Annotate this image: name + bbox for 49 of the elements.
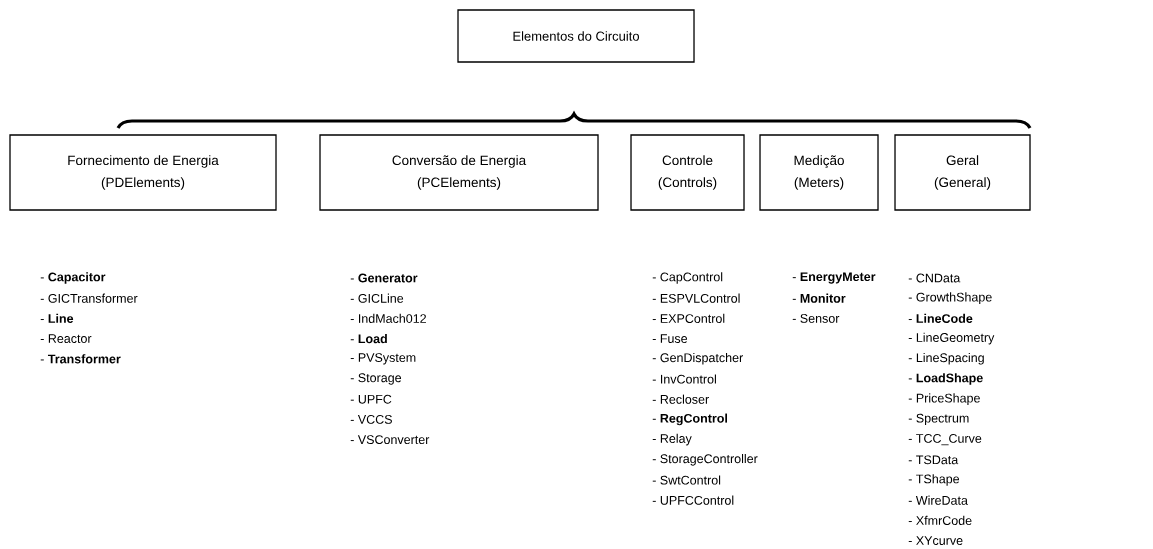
list-item: - LoadShape bbox=[908, 373, 983, 385]
list-item: - Storage bbox=[350, 373, 402, 385]
list-item: - PriceShape bbox=[908, 393, 980, 405]
list-item: - Monitor bbox=[792, 293, 846, 303]
category-box: Controle (Controls) bbox=[630, 134, 745, 211]
list-item: - Sensor bbox=[792, 314, 840, 323]
list-item: - EXPControl bbox=[652, 313, 725, 323]
category-box: Fornecimento de Energia (PDElements) bbox=[9, 134, 277, 211]
list-item: - SwtControl bbox=[652, 475, 721, 485]
list-item: - Load bbox=[350, 334, 387, 344]
list-item: - Reactor bbox=[40, 334, 92, 343]
list-item: - Spectrum bbox=[908, 413, 969, 426]
list-item: - GenDispatcher bbox=[652, 352, 743, 365]
list-item: - IndMach012 bbox=[350, 313, 426, 323]
list-item: - Capacitor bbox=[40, 272, 106, 284]
category-box: Geral (General) bbox=[894, 134, 1031, 211]
list-item: - UPFC bbox=[350, 394, 392, 404]
list-item: - Fuse bbox=[652, 334, 688, 343]
list-item: - TCC_Curve bbox=[908, 434, 982, 446]
list-item: - Generator bbox=[350, 273, 418, 283]
list-item: - WireData bbox=[908, 495, 968, 505]
list-item: - LineSpacing bbox=[908, 352, 984, 365]
list-item: - VSConverter bbox=[350, 435, 430, 445]
list-item: - UPFCControl bbox=[652, 495, 734, 505]
list-item: - LineCode bbox=[908, 313, 973, 323]
list-item: - ESPVLControl bbox=[652, 293, 740, 303]
list-item: - XfmrCode bbox=[908, 515, 972, 525]
category-box: Medição (Meters) bbox=[759, 134, 879, 211]
list-item: - StorageController bbox=[652, 453, 758, 466]
list-item: - GrowthShape bbox=[908, 292, 992, 304]
list-item: - TSData bbox=[908, 455, 959, 465]
list-item: - PVSystem bbox=[350, 353, 416, 365]
title-box: Elementos do Circuito bbox=[457, 9, 695, 63]
list-item: - Relay bbox=[652, 433, 692, 446]
list-item: - GICTransformer bbox=[40, 293, 138, 303]
list-item: - Line bbox=[40, 313, 74, 323]
list-item: - VCCS bbox=[350, 415, 392, 424]
list-item: - Recloser bbox=[652, 394, 709, 404]
list-item: - XYcurve bbox=[908, 536, 963, 545]
list-item: - RegControl bbox=[652, 413, 727, 426]
category-box: Conversão de Energia (PCElements) bbox=[319, 134, 599, 211]
list-item: - EnergyMeter bbox=[792, 272, 876, 284]
list-item: - TShape bbox=[908, 474, 960, 486]
list-item: - CNData bbox=[908, 273, 961, 283]
list-item: - GICLine bbox=[350, 293, 404, 303]
list-item: - InvControl bbox=[652, 374, 716, 384]
list-item: - LineGeometry bbox=[908, 332, 995, 345]
list-item: - Transformer bbox=[40, 354, 121, 364]
list-item: - CapControl bbox=[652, 272, 723, 284]
